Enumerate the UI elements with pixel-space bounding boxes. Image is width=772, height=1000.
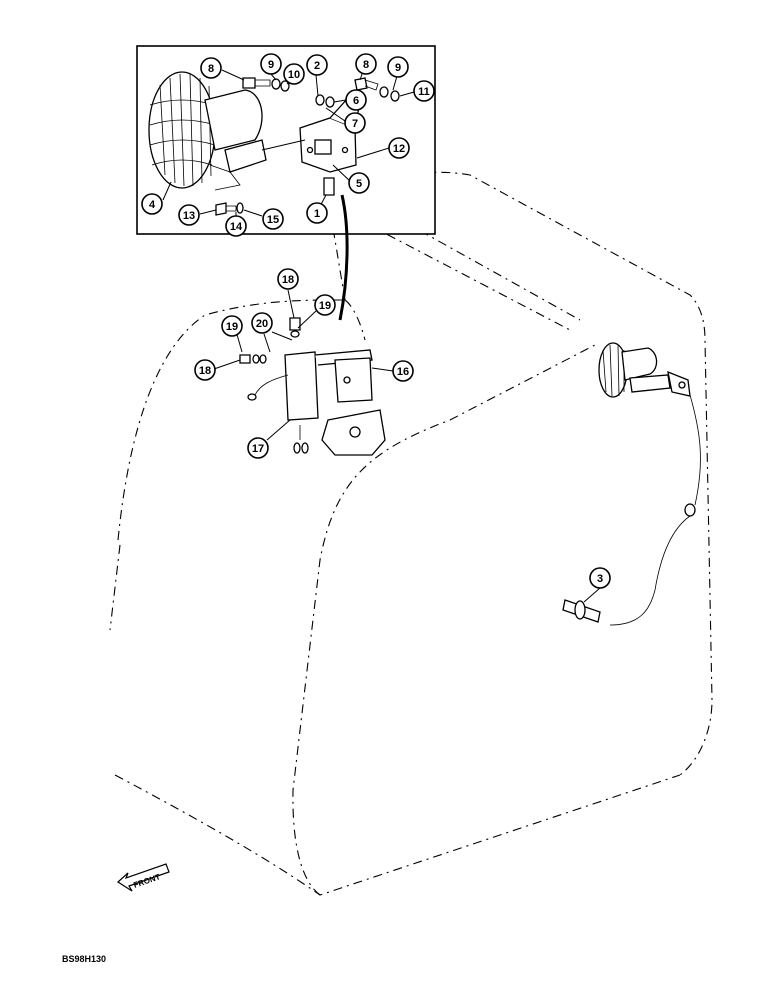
callout-12: 12 <box>388 137 410 159</box>
callout-14: 14 <box>225 215 247 237</box>
callout-3: 3 <box>589 567 611 589</box>
callout-18-left: 18 <box>194 359 216 381</box>
callout-number: 10 <box>288 69 300 81</box>
callout-18-top: 18 <box>277 268 299 290</box>
callout-number: 9 <box>395 62 401 74</box>
callout-number: 20 <box>256 318 268 330</box>
cab-outline <box>109 171 713 896</box>
callout-number: 5 <box>356 178 362 190</box>
callout-number: 18 <box>282 274 294 286</box>
callout-group-bracket: 18 19 20 19 18 16 17 <box>194 268 414 459</box>
callout-19-right: 19 <box>314 294 336 316</box>
callout-number: 9 <box>268 59 274 71</box>
callout-number: 19 <box>226 321 238 333</box>
callout-9-right: 9 <box>387 56 409 78</box>
callout-19-left: 19 <box>221 315 243 337</box>
callout-number: 11 <box>418 86 430 98</box>
callout-16: 16 <box>392 360 414 382</box>
wire-harness-drawing <box>562 394 701 626</box>
callout-2: 2 <box>306 54 328 76</box>
figure-reference-code: BS98H130 <box>62 954 106 964</box>
callout-number: 4 <box>149 199 156 211</box>
callout-number: 2 <box>314 60 320 72</box>
callout-8-left: 8 <box>200 57 222 79</box>
callout-6: 6 <box>345 89 367 111</box>
callout-number: 8 <box>208 63 214 75</box>
callout-number: 14 <box>230 221 243 233</box>
callout-number: 16 <box>397 366 409 378</box>
callout-4: 4 <box>141 193 163 215</box>
callout-1: 1 <box>306 202 328 224</box>
callout-number: 17 <box>252 443 264 455</box>
connector-inset-to-cab <box>338 194 349 321</box>
callout-group-cab: 3 <box>589 567 611 589</box>
callout-7: 7 <box>344 112 366 134</box>
inset-leader-lines <box>162 69 415 220</box>
callout-17: 17 <box>247 437 269 459</box>
callout-number: 1 <box>314 208 320 220</box>
callout-11: 11 <box>413 80 435 102</box>
callout-5: 5 <box>348 172 370 194</box>
callout-number: 18 <box>199 365 211 377</box>
callout-number: 8 <box>363 59 369 71</box>
front-direction-arrow: FRONT <box>117 863 170 892</box>
callout-10: 10 <box>283 63 305 85</box>
work-lamp-inset-drawing <box>148 71 267 191</box>
bracket-assembly-drawing <box>239 317 386 456</box>
callout-13: 13 <box>178 204 200 226</box>
callout-20: 20 <box>251 312 273 334</box>
cab-work-lamp-drawing <box>598 342 691 398</box>
callout-15: 15 <box>262 208 284 230</box>
callout-group-inset: 8 9 10 2 8 9 6 11 7 12 5 1 4 13 14 15 <box>141 53 435 237</box>
callout-number: 3 <box>597 573 603 585</box>
callout-number: 13 <box>183 210 195 222</box>
callout-number: 19 <box>319 300 331 312</box>
callout-number: 6 <box>353 95 359 107</box>
callout-9-left: 9 <box>260 53 282 75</box>
lamp-bracket-inset-drawing <box>215 77 400 216</box>
callout-number: 12 <box>393 143 405 155</box>
callout-8-right: 8 <box>355 53 377 75</box>
callout-number: 15 <box>267 214 279 226</box>
callout-number: 7 <box>352 118 358 130</box>
